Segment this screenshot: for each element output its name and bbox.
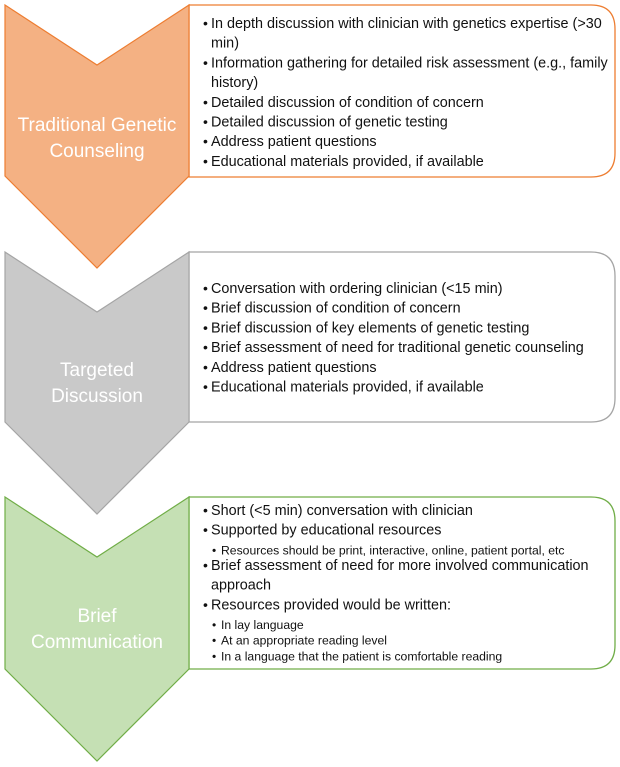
bullet-icon: • bbox=[203, 596, 208, 612]
stage-traditional-label-line: Traditional Genetic bbox=[18, 115, 177, 136]
bullet-text: Brief discussion of key elements of gene… bbox=[211, 320, 529, 336]
bullet-text: Detailed discussion of condition of conc… bbox=[211, 95, 484, 111]
bullet-text: Brief discussion of condition of concern bbox=[211, 301, 461, 317]
bullet-icon: • bbox=[203, 319, 208, 335]
bullet-icon: • bbox=[212, 634, 216, 648]
bullet-text: Resources provided would be written: bbox=[211, 597, 451, 613]
stage-traditional-box bbox=[188, 4, 616, 178]
stage-brief-chevron bbox=[4, 495, 190, 762]
bullet-icon: • bbox=[212, 618, 216, 632]
bullet-icon: • bbox=[203, 339, 208, 355]
stage-targeted-label-line: Targeted bbox=[60, 360, 134, 381]
bullet-icon: • bbox=[203, 54, 208, 70]
bullet-text: approach bbox=[211, 578, 271, 594]
stage-targeted-label-line: Discussion bbox=[51, 386, 143, 407]
bullet-text: Educational materials provided, if avail… bbox=[211, 380, 484, 396]
bullet-text: Educational materials provided, if avail… bbox=[211, 154, 484, 170]
bullet-text: Address patient questions bbox=[211, 360, 377, 376]
bullet-icon: • bbox=[212, 649, 216, 663]
bullet-icon: • bbox=[212, 543, 216, 557]
bullet-icon: • bbox=[203, 133, 208, 149]
sub-bullet-text: In lay language bbox=[221, 618, 304, 632]
bullet-icon: • bbox=[203, 502, 208, 518]
bullet-icon: • bbox=[203, 522, 208, 538]
bullet-icon: • bbox=[203, 153, 208, 169]
bullet-text: Address patient questions bbox=[211, 134, 377, 150]
bullet-text: Supported by educational resources bbox=[211, 523, 441, 539]
bullet-text: min) bbox=[211, 36, 239, 52]
bullet-text: In depth discussion with clinician with … bbox=[211, 16, 602, 32]
sub-bullet-text: Resources should be print, interactive, … bbox=[221, 543, 564, 557]
bullet-text: history) bbox=[211, 75, 258, 91]
stage-traditional-chevron bbox=[4, 3, 190, 269]
stage-targeted-chevron bbox=[4, 250, 190, 515]
bullet-icon: • bbox=[203, 280, 208, 296]
stage-brief-label-line: Brief bbox=[77, 606, 117, 627]
stage-traditional-label-line: Counseling bbox=[49, 141, 144, 162]
stage-brief-box bbox=[188, 496, 616, 670]
bullet-text: Conversation with ordering clinician (<1… bbox=[211, 281, 503, 297]
bullet-text: Detailed discussion of genetic testing bbox=[211, 115, 448, 131]
bullet-icon: • bbox=[203, 379, 208, 395]
bullet-text: Brief assessment of need for more involv… bbox=[211, 558, 589, 574]
bullet-text: Brief assessment of need for traditional… bbox=[211, 340, 584, 356]
bullet-icon: • bbox=[203, 15, 208, 31]
stage-brief-label-line: Communication bbox=[31, 632, 163, 653]
bullet-text: Short (<5 min) conversation with clinici… bbox=[211, 503, 473, 519]
sub-bullet-text: At an appropriate reading level bbox=[221, 634, 387, 648]
bullet-icon: • bbox=[203, 300, 208, 316]
bullet-icon: • bbox=[203, 557, 208, 573]
stage-targeted-box bbox=[188, 251, 616, 423]
bullet-icon: • bbox=[203, 359, 208, 375]
sub-bullet-text: In a language that the patient is comfor… bbox=[221, 649, 502, 663]
bullet-icon: • bbox=[203, 114, 208, 130]
bullet-text: Information gathering for detailed risk … bbox=[211, 55, 609, 71]
bullet-icon: • bbox=[203, 94, 208, 110]
